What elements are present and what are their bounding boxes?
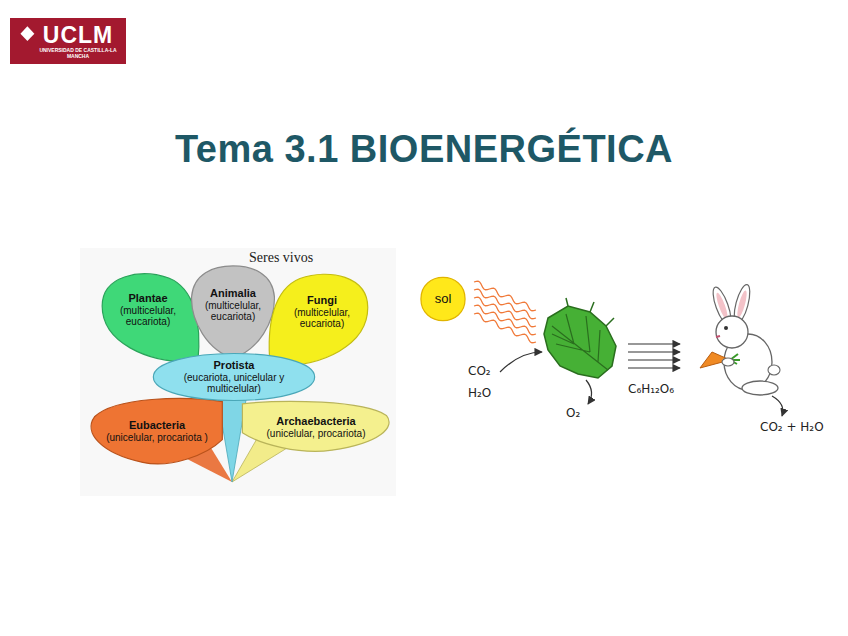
kingdom-petal: Animalia(multicelular, eucariota): [188, 264, 278, 360]
kingdom-petal-outline: [266, 266, 372, 370]
sun-circle: sol: [420, 276, 466, 322]
leaf: [544, 298, 616, 378]
kingdom-petal-outline: [236, 398, 396, 456]
node-heading: Eubacteria: [129, 419, 185, 432]
kingdom-petal: Plantae(multicelular, eucariota): [98, 266, 202, 366]
chemical-label: CO₂ + H₂O: [760, 420, 824, 434]
node-body: (multicelular, eucariota): [196, 300, 270, 323]
rabbit-ear-inner: [735, 290, 748, 319]
leaf-blade: [544, 306, 616, 378]
logo-box: UCLMUNIVERSIDAD DE CASTILLA-LA MANCHA: [10, 18, 126, 64]
rabbit-eye: [724, 326, 728, 330]
rabbit-ear-inner: [714, 292, 729, 320]
node-body: (eucariota, unicelular y multicelular): [164, 372, 304, 395]
transfer-arrow: [628, 359, 680, 360]
node-heading: sol: [435, 292, 452, 307]
rabbit-head: [716, 316, 748, 348]
chemical-label: H₂O: [468, 386, 491, 400]
kingdom-petal-fill: [269, 274, 368, 366]
node-body: (unicelular, procariota): [267, 428, 366, 440]
output-arrow: [586, 380, 592, 404]
kingdom-petal: Eubacteria(unicelular, procariota ): [86, 394, 228, 470]
node-body: (unicelular, procariota ): [106, 432, 208, 444]
node-heading: UCLM: [43, 22, 113, 48]
kingdom-petal: Archaebacteria(unicelular, procariota): [236, 398, 396, 456]
transfer-arrows: [628, 344, 680, 368]
rabbit-nose: [716, 336, 720, 337]
transfer-arrow: [628, 367, 680, 368]
leaf-tips: [566, 298, 614, 326]
node-body: UNIVERSIDAD DE CASTILLA-LA MANCHA: [34, 48, 122, 60]
sun-circle-fill: [421, 277, 465, 320]
rabbit-tail: [768, 365, 780, 375]
leaf-veins: [552, 314, 608, 370]
kingdom-petal-fill: [91, 398, 222, 463]
node-body: (multicelular, eucariota): [282, 307, 362, 330]
kingdom-petal-fill: [102, 274, 199, 362]
figure-ground: [80, 248, 396, 496]
chemical-label: O₂: [566, 406, 580, 420]
figure-caption: Seres vivos: [249, 250, 313, 266]
node-heading: Fungi: [307, 294, 337, 307]
node-heading: Archaebacteria: [276, 415, 356, 428]
kingdom-ellipse-fill: [153, 354, 314, 401]
kingdom-petal-fill: [192, 266, 275, 358]
slide-title: Tema 3.1 BIOENERGÉTICA: [0, 128, 848, 171]
rabbit: [700, 283, 780, 395]
transfer-arrow: [628, 343, 680, 344]
output-arrow: [772, 396, 783, 416]
kingdom-petal-fill: [242, 401, 389, 451]
chemical-label: CO₂: [468, 364, 491, 378]
sun-rays: [474, 281, 536, 342]
sun-ray: [474, 313, 536, 342]
node-heading: Animalia: [210, 287, 256, 300]
node-heading: Protista: [214, 359, 255, 372]
transfer-arrow: [628, 351, 680, 352]
rabbit-paw: [722, 358, 734, 366]
node-heading: Plantae: [128, 292, 167, 305]
kingdom-ellipse: Protista(eucariota, unicelular y multice…: [150, 352, 318, 402]
kingdom-petal: Fungi(multicelular, eucariota): [266, 266, 372, 370]
chemical-label: C₆H₁₂O₆: [628, 382, 674, 396]
node-body: (multicelular, eucariota): [108, 305, 188, 328]
kingdom-petal-outline: [98, 266, 202, 366]
logo-box-fill: [10, 18, 126, 64]
logo-emblem: [20, 26, 34, 41]
input-arrow: [500, 352, 542, 372]
rabbit-foot: [742, 381, 778, 395]
